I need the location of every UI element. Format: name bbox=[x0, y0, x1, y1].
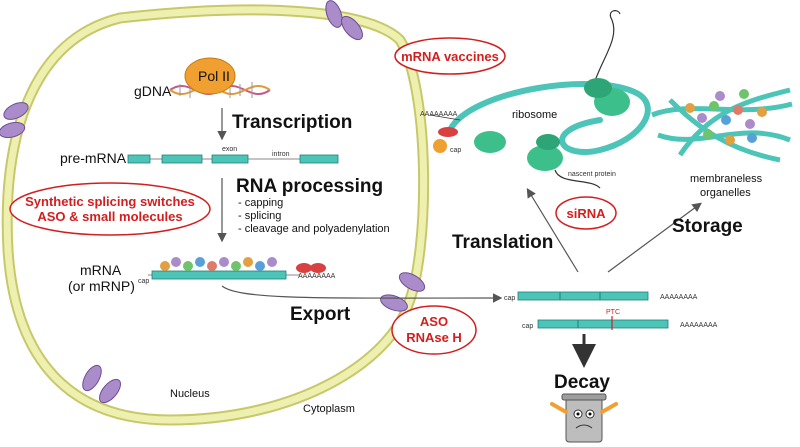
ptc-mrna-cap-label: cap bbox=[522, 323, 533, 330]
ribosome-cap-label: cap bbox=[450, 147, 461, 154]
pol2-label: Pol II bbox=[198, 68, 230, 84]
export-label: Export bbox=[290, 304, 351, 325]
ribosome-icon bbox=[429, 10, 651, 189]
granule-cluster bbox=[651, 87, 793, 163]
gdna-label: gDNA bbox=[134, 83, 172, 99]
cytoplasmic-mrna bbox=[517, 291, 649, 301]
rna-processing-label: RNA processing bbox=[236, 176, 383, 197]
mrnp-complex bbox=[148, 257, 326, 280]
exon-label: exon bbox=[222, 146, 237, 153]
rnaseh-label: RNAse H bbox=[406, 330, 462, 345]
nucleus-label: Nucleus bbox=[170, 388, 210, 400]
pre-mrna-strand bbox=[127, 154, 339, 164]
membraneless-label: membraneless bbox=[690, 173, 763, 185]
mrna-vaccines-badge bbox=[394, 37, 506, 75]
mrna-label: mRNA bbox=[80, 262, 122, 278]
pre-mrna-label: pre-mRNA bbox=[60, 150, 127, 166]
nucleus-membrane bbox=[1, 4, 430, 426]
ptc-mrna bbox=[537, 316, 669, 330]
storage-label: Storage bbox=[672, 216, 743, 237]
aso-rnaseh-badge bbox=[391, 305, 477, 355]
cytoplasm-label: Cytoplasm bbox=[303, 403, 355, 415]
processing-step-splicing: - splicing bbox=[238, 210, 281, 222]
sirna-label: siRNA bbox=[566, 206, 606, 221]
pol2-enzyme bbox=[184, 57, 236, 95]
ribosome-label: ribosome bbox=[512, 109, 557, 121]
nuclear-pore-icon bbox=[0, 0, 426, 404]
cyto-mrna-cap-label: cap bbox=[504, 295, 515, 302]
mrna-cap-label: cap bbox=[138, 278, 149, 285]
nascent-protein-label: nascent protein bbox=[568, 171, 616, 178]
decay-label: Decay bbox=[554, 372, 610, 393]
trash-can-icon bbox=[550, 393, 618, 443]
splicing-therapy-line1: Synthetic splicing switches bbox=[25, 194, 195, 209]
export-arrow bbox=[221, 285, 503, 303]
organelles-label: organelles bbox=[700, 187, 751, 199]
translation-arrow bbox=[526, 187, 579, 273]
intron-label: intron bbox=[272, 151, 290, 158]
ptc-label: PTC bbox=[606, 309, 620, 316]
processing-step-polyadenylation: - cleavage and polyadenylation bbox=[238, 223, 390, 235]
mrnp-label: (or mRNP) bbox=[68, 278, 135, 294]
ptc-mrna-polya-label: AAAAAAAA bbox=[680, 322, 718, 329]
mrna-polya-label: AAAAAAAA bbox=[298, 273, 336, 280]
splicing-therapy-line2: ASO & small molecules bbox=[37, 209, 182, 224]
aso-label: ASO bbox=[420, 314, 448, 329]
storage-arrow bbox=[607, 202, 702, 273]
processing-step-capping: - capping bbox=[238, 197, 283, 209]
splicing-therapy-badge bbox=[9, 182, 211, 236]
sirna-badge bbox=[555, 196, 617, 230]
transcription-label: Transcription bbox=[232, 112, 352, 133]
translation-label: Translation bbox=[452, 232, 553, 253]
cyto-mrna-polya-label: AAAAAAAA bbox=[660, 294, 698, 301]
ribosome-polya-label: AAAAAAAA bbox=[420, 111, 458, 118]
mrna-vaccines-label: mRNA vaccines bbox=[401, 49, 499, 64]
